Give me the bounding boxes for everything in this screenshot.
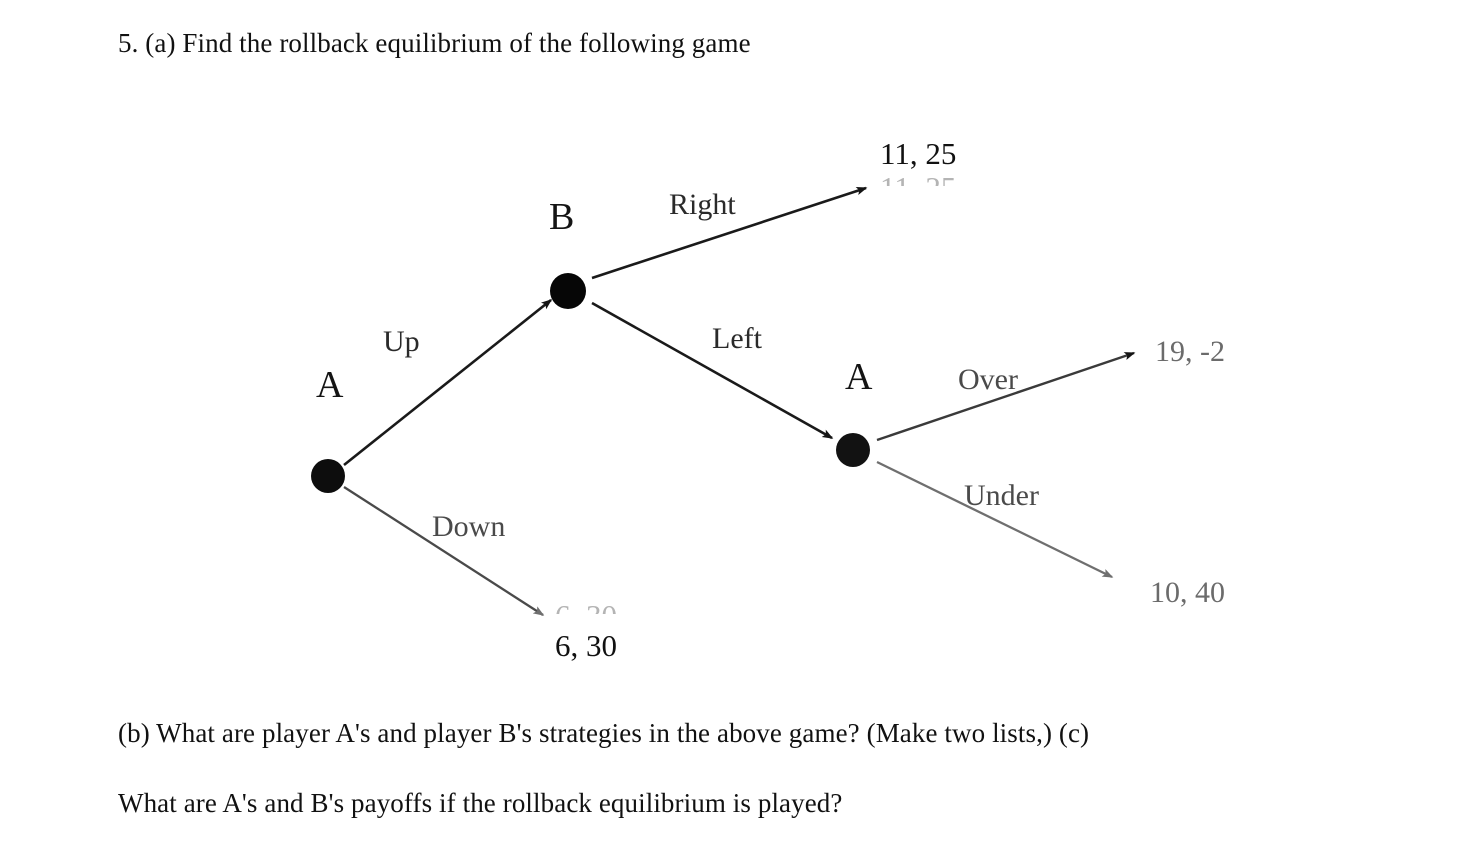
payoff-up-right: 11, 25	[880, 136, 957, 171]
edge-up	[343, 298, 553, 467]
edge-down	[343, 486, 545, 616]
payoff-over: 19, -2	[1155, 335, 1225, 368]
node-label-b: B	[549, 196, 575, 238]
payoff-up-right-scan-ghost: 11, 25	[880, 172, 956, 186]
node-b	[550, 273, 586, 309]
node-a-second	[836, 433, 870, 467]
edge-under	[876, 460, 1114, 579]
game-tree-figure	[311, 186, 1136, 616]
question-5a-text: 5. (a) Find the rollback equilibrium of …	[118, 28, 751, 58]
question-5b-text: (b) What are player A's and player B's s…	[118, 718, 1090, 748]
payoff-down-scan-ghost: 6, 30	[555, 600, 617, 614]
edge-right	[591, 186, 868, 280]
edge-label-right: Right	[669, 188, 736, 221]
edge-label-over: Over	[958, 363, 1018, 396]
edge-left	[591, 301, 834, 440]
edge-label-up: Up	[383, 325, 420, 358]
edge-label-under: Under	[964, 479, 1039, 512]
node-label-a-second: A	[845, 356, 873, 398]
edge-label-left: Left	[712, 322, 762, 355]
edge-over	[876, 351, 1136, 442]
node-label-a-root: A	[316, 364, 344, 406]
payoff-under: 10, 40	[1150, 576, 1225, 609]
payoff-down: 6, 30	[555, 628, 617, 663]
node-a-root	[311, 459, 345, 493]
edge-label-down: Down	[432, 510, 506, 543]
question-5c-text: What are A's and B's payoffs if the roll…	[118, 788, 843, 818]
